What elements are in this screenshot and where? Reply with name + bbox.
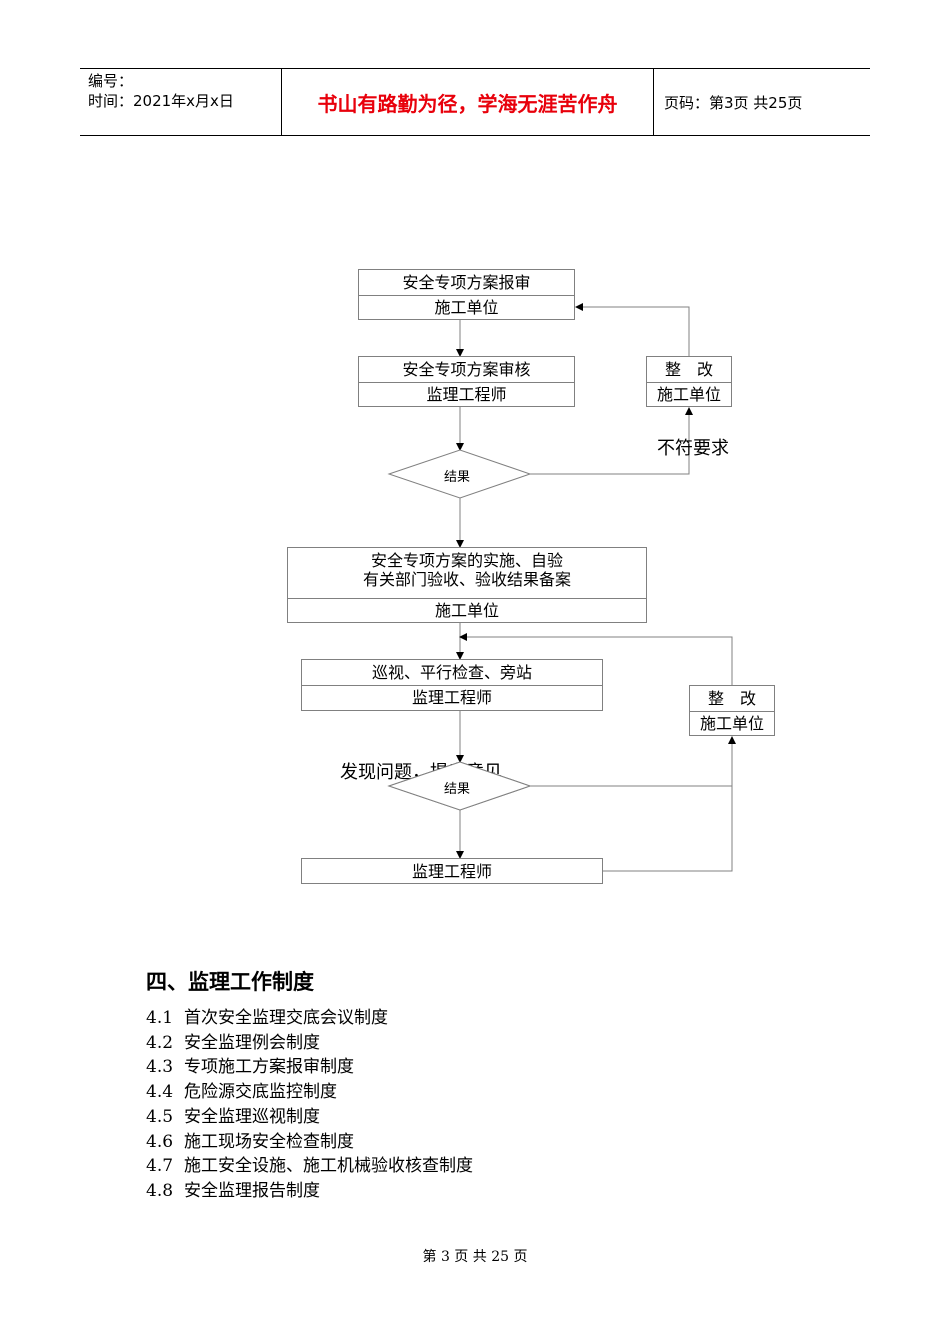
box-plan-review: 安全专项方案审核 监理工程师 bbox=[358, 356, 575, 407]
fix1-divider bbox=[647, 382, 731, 383]
box2-unit: 监理工程师 bbox=[426, 385, 507, 404]
item-text: 施工现场安全检查制度 bbox=[184, 1131, 354, 1152]
item-text: 危险源交底监控制度 bbox=[184, 1082, 337, 1103]
item-number: 4.4 bbox=[146, 1082, 174, 1103]
list-item: 4.7 施工安全设施、施工机械验收核查制度 bbox=[146, 1154, 473, 1179]
header-meta: 编号： 时间：2021年x月x日 bbox=[80, 69, 282, 135]
item-number: 4.7 bbox=[146, 1156, 174, 1177]
list-item: 4.5 安全监理巡视制度 bbox=[146, 1105, 473, 1130]
not-meet-label: 不符要求 bbox=[657, 438, 729, 459]
item-number: 4.1 bbox=[146, 1008, 174, 1028]
item-text: 首次安全监理交底会议制度 bbox=[184, 1008, 388, 1028]
system-list: 4.1 首次安全监理交底会议制度 4.2 安全监理例会制度 4.3 专项施工方案报审制… bbox=[146, 1006, 473, 1204]
list-item: 4.3 专项施工方案报审制度 bbox=[146, 1055, 473, 1080]
diamond2-label: 结果 bbox=[444, 782, 471, 794]
arrow-fix2-loop bbox=[459, 633, 733, 685]
fix2-divider bbox=[690, 711, 774, 712]
arrow-fix1-box1 bbox=[575, 303, 690, 357]
arrow-diamond1-fix1 bbox=[530, 407, 693, 475]
item-number: 4.2 bbox=[146, 1032, 174, 1053]
box-supervisor-final: 监理工程师 bbox=[301, 858, 603, 884]
item-text: 安全监理巡视制度 bbox=[184, 1106, 320, 1127]
box2-divider bbox=[359, 382, 574, 383]
list-item: 4.1 首次安全监理交底会议制度 bbox=[146, 1006, 473, 1031]
number-label: 编号： bbox=[88, 72, 134, 90]
list-item: 4.2 安全监理例会制度 bbox=[146, 1031, 473, 1056]
box1-unit: 施工单位 bbox=[434, 298, 499, 317]
item-number: 4.8 bbox=[146, 1180, 174, 1201]
line-box5-fix2 bbox=[603, 786, 733, 872]
list-item: 4.4 危险源交底监控制度 bbox=[146, 1080, 473, 1105]
box3-divider bbox=[288, 598, 646, 599]
item-text: 安全监理例会制度 bbox=[184, 1032, 320, 1053]
box-inspection: 巡视、平行检查、旁站 监理工程师 bbox=[301, 659, 603, 711]
item-number: 4.3 bbox=[146, 1057, 174, 1078]
box3-unit: 施工单位 bbox=[434, 601, 499, 620]
box3-line2: 有关部门验收、验收结果备案 bbox=[362, 570, 571, 589]
time-label: 时间：2021年x月x日 bbox=[88, 92, 234, 110]
box1-divider bbox=[359, 295, 574, 296]
box4-divider bbox=[302, 685, 602, 686]
fix2-unit: 施工单位 bbox=[699, 714, 764, 733]
list-item: 4.6 施工现场安全检查制度 bbox=[146, 1130, 473, 1155]
item-number: 4.5 bbox=[146, 1106, 174, 1127]
item-text: 专项施工方案报审制度 bbox=[184, 1057, 354, 1078]
item-text: 安全监理报告制度 bbox=[184, 1180, 320, 1201]
diamond1-label: 结果 bbox=[444, 470, 471, 482]
box4-title: 巡视、平行检查、旁站 bbox=[371, 663, 532, 682]
fix1-unit: 施工单位 bbox=[656, 385, 721, 404]
item-number: 4.6 bbox=[146, 1131, 174, 1152]
box5-unit: 监理工程师 bbox=[411, 862, 492, 881]
box-rectify-1: 整 改 施工单位 bbox=[646, 356, 732, 407]
box-plan-submission: 安全专项方案报审 施工单位 bbox=[358, 269, 575, 320]
box1-title: 安全专项方案报审 bbox=[402, 273, 531, 292]
page-footer: 第 3 页 共 25 页 bbox=[422, 1249, 528, 1265]
item-text: 施工安全设施、施工机械验收核查制度 bbox=[184, 1156, 473, 1177]
box4-unit: 监理工程师 bbox=[411, 688, 492, 707]
header-page-info: 页码：第3页 共25页 bbox=[664, 93, 803, 112]
page-header: 编号： 时间：2021年x月x日 书山有路勤为径，学海无涯苦作舟 页码：第3页 … bbox=[80, 68, 870, 136]
fix2-title: 整 改 bbox=[707, 689, 756, 708]
diamond1-shape bbox=[387, 449, 532, 499]
box-plan-implementation: 安全专项方案的实施、自验 有关部门验收、验收结果备案 施工单位 bbox=[287, 547, 647, 623]
box3-line1: 安全专项方案的实施、自验 bbox=[370, 551, 563, 570]
list-item: 4.8 安全监理报告制度 bbox=[146, 1179, 473, 1204]
header-motto: 书山有路勤为径，学海无涯苦作舟 bbox=[282, 69, 654, 135]
box2-title: 安全专项方案审核 bbox=[402, 360, 531, 379]
section-title: 四、监理工作制度 bbox=[146, 970, 314, 994]
fix1-title: 整 改 bbox=[664, 360, 713, 379]
box-rectify-2: 整 改 施工单位 bbox=[689, 685, 775, 736]
